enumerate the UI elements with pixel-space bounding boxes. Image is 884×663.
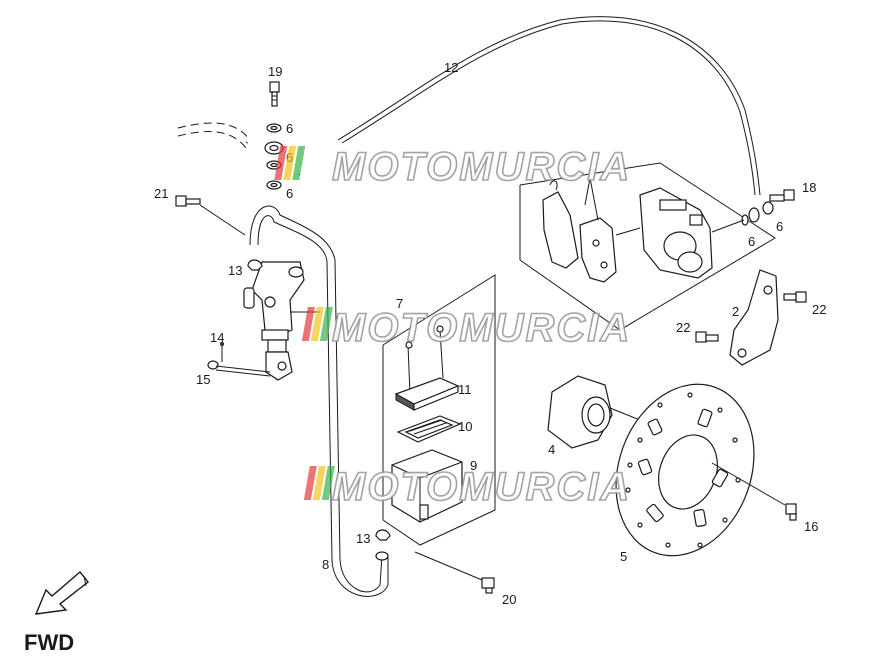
reservoir-cap-11: [394, 377, 460, 411]
callout-6: 6: [286, 186, 293, 201]
callout-13: 13: [356, 531, 370, 546]
bolt-22: [695, 291, 807, 343]
clip-13: [247, 259, 263, 271]
reservoir-hose-8: [249, 205, 389, 597]
bolt-20: [414, 551, 495, 594]
brake-pads-3: [542, 180, 617, 283]
callout-22: 22: [812, 302, 826, 317]
banjo-bolt-19: [269, 81, 280, 107]
callouts: 19 6 6 6 21 13 14 15 12 3 18 6 6 2 22 22…: [154, 60, 826, 607]
disc-bolt-16: [785, 503, 797, 521]
watermark-text: MOTOMURCIA: [332, 145, 631, 189]
callout-19: 19: [268, 64, 282, 79]
callout-3: 3: [588, 166, 595, 181]
callout-8: 8: [322, 557, 329, 572]
clip-13b: [375, 529, 391, 561]
watermark-2: MOTOMURCIA: [301, 305, 631, 351]
pin-14-15: [207, 342, 271, 377]
callout-11: 11: [458, 382, 472, 397]
diaphragm-plate-10: [396, 415, 462, 443]
callout-22: 22: [676, 320, 690, 335]
leader-lines: [584, 177, 599, 221]
brake-hose-12: [337, 16, 761, 196]
callout-7: 7: [396, 296, 403, 311]
banjo-bolt-18: [711, 189, 795, 233]
callout-4: 4: [548, 442, 555, 457]
hub-adapter-4: [547, 375, 641, 449]
fwd-label: FWD: [24, 630, 74, 655]
callout-16: 16: [804, 519, 818, 534]
callout-20: 20: [502, 592, 516, 607]
callout-12: 12: [444, 60, 458, 75]
callout-9: 9: [470, 458, 477, 473]
master-cylinder: [243, 261, 320, 381]
callout-6: 6: [776, 219, 783, 234]
watermark-text: MOTOMURCIA: [332, 306, 631, 350]
brake-disc-5: [615, 383, 786, 557]
watermark-text: MOTOMURCIA: [332, 465, 631, 509]
callout-10: 10: [458, 419, 472, 434]
reservoir-body-9: [391, 449, 463, 523]
bolt-21: [175, 195, 246, 236]
caliper-bracket-2: [729, 269, 779, 366]
watermark-3: MOTOMURCIA: [303, 464, 631, 510]
callout-15: 15: [196, 372, 210, 387]
caliper-assembly-box: [519, 162, 776, 331]
callout-6: 6: [286, 121, 293, 136]
reservoir-assembly-7: [382, 274, 496, 546]
callout-13: 13: [228, 263, 242, 278]
callout-14: 14: [210, 330, 224, 345]
callout-2: 2: [732, 304, 739, 319]
callout-18: 18: [802, 180, 816, 195]
watermark-1: MOTOMURCIA: [274, 144, 631, 190]
callout-5: 5: [620, 549, 627, 564]
fwd-arrow-icon: [34, 570, 89, 615]
callout-21: 21: [154, 186, 168, 201]
callout-6: 6: [748, 234, 755, 249]
caliper-body: [615, 187, 713, 279]
